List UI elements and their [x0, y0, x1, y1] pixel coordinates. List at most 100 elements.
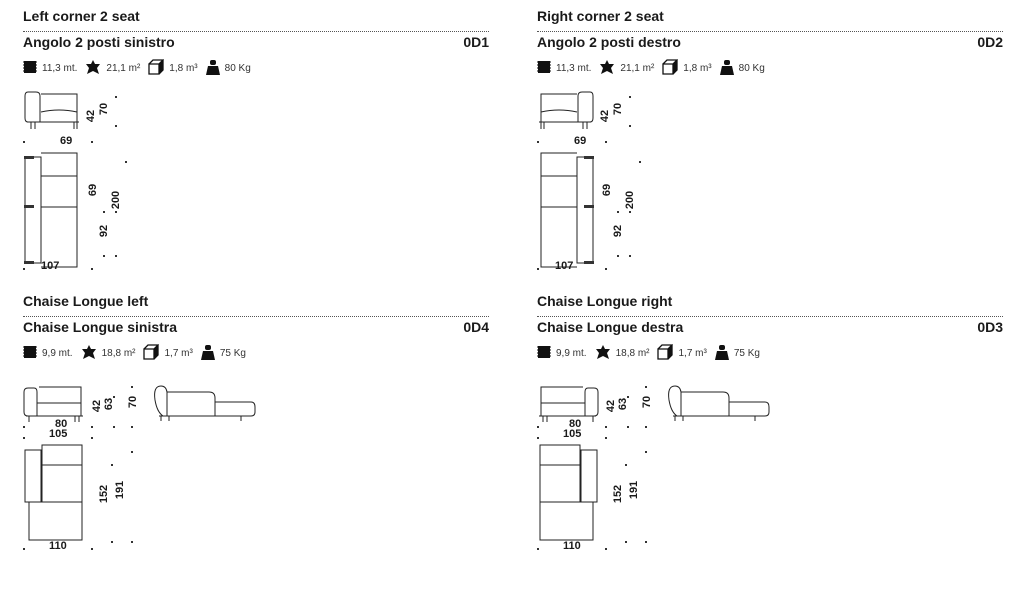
title-english: Chaise Longue left: [23, 293, 149, 309]
front-view-drawing: [23, 384, 85, 429]
spec-fabric-value: 11,3 mt.: [42, 63, 78, 74]
dimension-tick: [113, 426, 115, 428]
dimension-tick: [645, 451, 647, 453]
dimension-tick: [605, 548, 607, 550]
dimension-tick: [111, 541, 113, 543]
dimension-label: 92: [612, 224, 625, 238]
dotted-divider: [23, 31, 489, 32]
spec-leather: 18,8 m²: [595, 344, 650, 363]
dimension-tick: [91, 548, 93, 550]
dimension-tick: [131, 426, 133, 428]
dimension-label: 70: [127, 395, 140, 409]
weight-icon: [200, 344, 220, 363]
dimension-label: 80: [569, 418, 582, 430]
fabric-icon: [23, 60, 42, 77]
dimension-tick: [537, 426, 539, 428]
dimension-tick: [537, 437, 539, 439]
plan-view-drawing: [23, 152, 81, 273]
spec-leather-value: 18,8 m²: [615, 348, 650, 359]
weight-icon: [205, 59, 225, 78]
leather-hide-icon: [595, 344, 616, 363]
title-english: Right corner 2 seat: [537, 8, 664, 24]
dimension-label: 63: [103, 397, 116, 411]
dimension-label: 110: [563, 540, 581, 552]
dimension-label: 200: [110, 190, 123, 210]
dimension-tick: [23, 426, 25, 428]
spec-weight-value: 80 Kg: [224, 63, 251, 74]
dotted-divider: [537, 316, 1003, 317]
dimension-tick: [605, 437, 607, 439]
dotted-divider: [537, 31, 1003, 32]
dimension-label: 69: [87, 183, 100, 197]
spec-weight-value: 75 Kg: [219, 348, 246, 359]
dimension-tick: [645, 386, 647, 388]
product-code: 0D4: [463, 319, 489, 335]
product-code: 0D3: [977, 319, 1003, 335]
spec-volume: 1,8 m³: [662, 59, 712, 78]
dimension-tick: [91, 426, 93, 428]
dimension-label: 70: [641, 395, 654, 409]
dimension-label: 107: [555, 260, 574, 272]
dimension-tick: [131, 386, 133, 388]
title-italian: Angolo 2 posti sinistro: [23, 34, 175, 50]
product-code: 0D1: [463, 34, 489, 50]
spec-fabric: 11,3 mt.: [23, 60, 77, 77]
spec-volume: 1,7 m³: [657, 344, 707, 363]
dimension-label: 191: [628, 480, 641, 500]
dimension-label: 42: [85, 109, 98, 123]
dimension-tick: [23, 268, 25, 270]
plan-view-drawing: [23, 443, 85, 548]
dimension-tick: [645, 541, 647, 543]
dimension-tick: [629, 125, 631, 127]
side-view-drawing: [153, 384, 257, 429]
dimension-tick: [111, 464, 113, 466]
dimension-tick: [115, 211, 117, 213]
weight-icon: [719, 59, 739, 78]
spec-leather-value: 21,1 m²: [620, 63, 655, 74]
spec-leather-value: 18,8 m²: [101, 348, 136, 359]
dimension-tick: [23, 437, 25, 439]
dimension-tick: [537, 141, 539, 143]
spec-volume-value: 1,7 m³: [678, 348, 707, 359]
dimension-label: 42: [91, 399, 104, 413]
dimension-label: 69: [601, 183, 614, 197]
dimension-label: 191: [114, 480, 127, 500]
dotted-divider: [23, 316, 489, 317]
weight-icon: [714, 344, 734, 363]
product-code: 0D2: [977, 34, 1003, 50]
dimension-tick: [627, 426, 629, 428]
front-view-drawing: [537, 384, 599, 429]
dimension-tick: [537, 548, 539, 550]
title-italian: Chaise Longue destra: [537, 319, 684, 335]
dimension-label: 69: [574, 135, 587, 147]
dimension-label: 70: [612, 102, 625, 116]
dimension-label: 42: [599, 109, 612, 123]
dimension-tick: [23, 548, 25, 550]
dimension-tick: [629, 96, 631, 98]
front-view-drawing: [24, 90, 80, 135]
dimension-tick: [605, 141, 607, 143]
spec-volume: 1,8 m³: [148, 59, 198, 78]
dimension-tick: [125, 161, 127, 163]
spec-volume-value: 1,8 m³: [683, 63, 712, 74]
dimension-tick: [115, 125, 117, 127]
box-volume-icon: [143, 344, 164, 363]
dimension-tick: [113, 396, 115, 398]
spec-weight-value: 75 Kg: [733, 348, 760, 359]
leather-hide-icon: [81, 344, 102, 363]
fabric-icon: [23, 345, 42, 362]
spec-leather: 21,1 m²: [599, 59, 655, 78]
spec-volume-value: 1,8 m³: [169, 63, 198, 74]
side-view-drawing: [667, 384, 771, 429]
dimension-tick: [91, 437, 93, 439]
spec-leather: 18,8 m²: [81, 344, 136, 363]
spec-fabric-value: 9,9 mt.: [42, 348, 73, 359]
dimension-tick: [627, 396, 629, 398]
